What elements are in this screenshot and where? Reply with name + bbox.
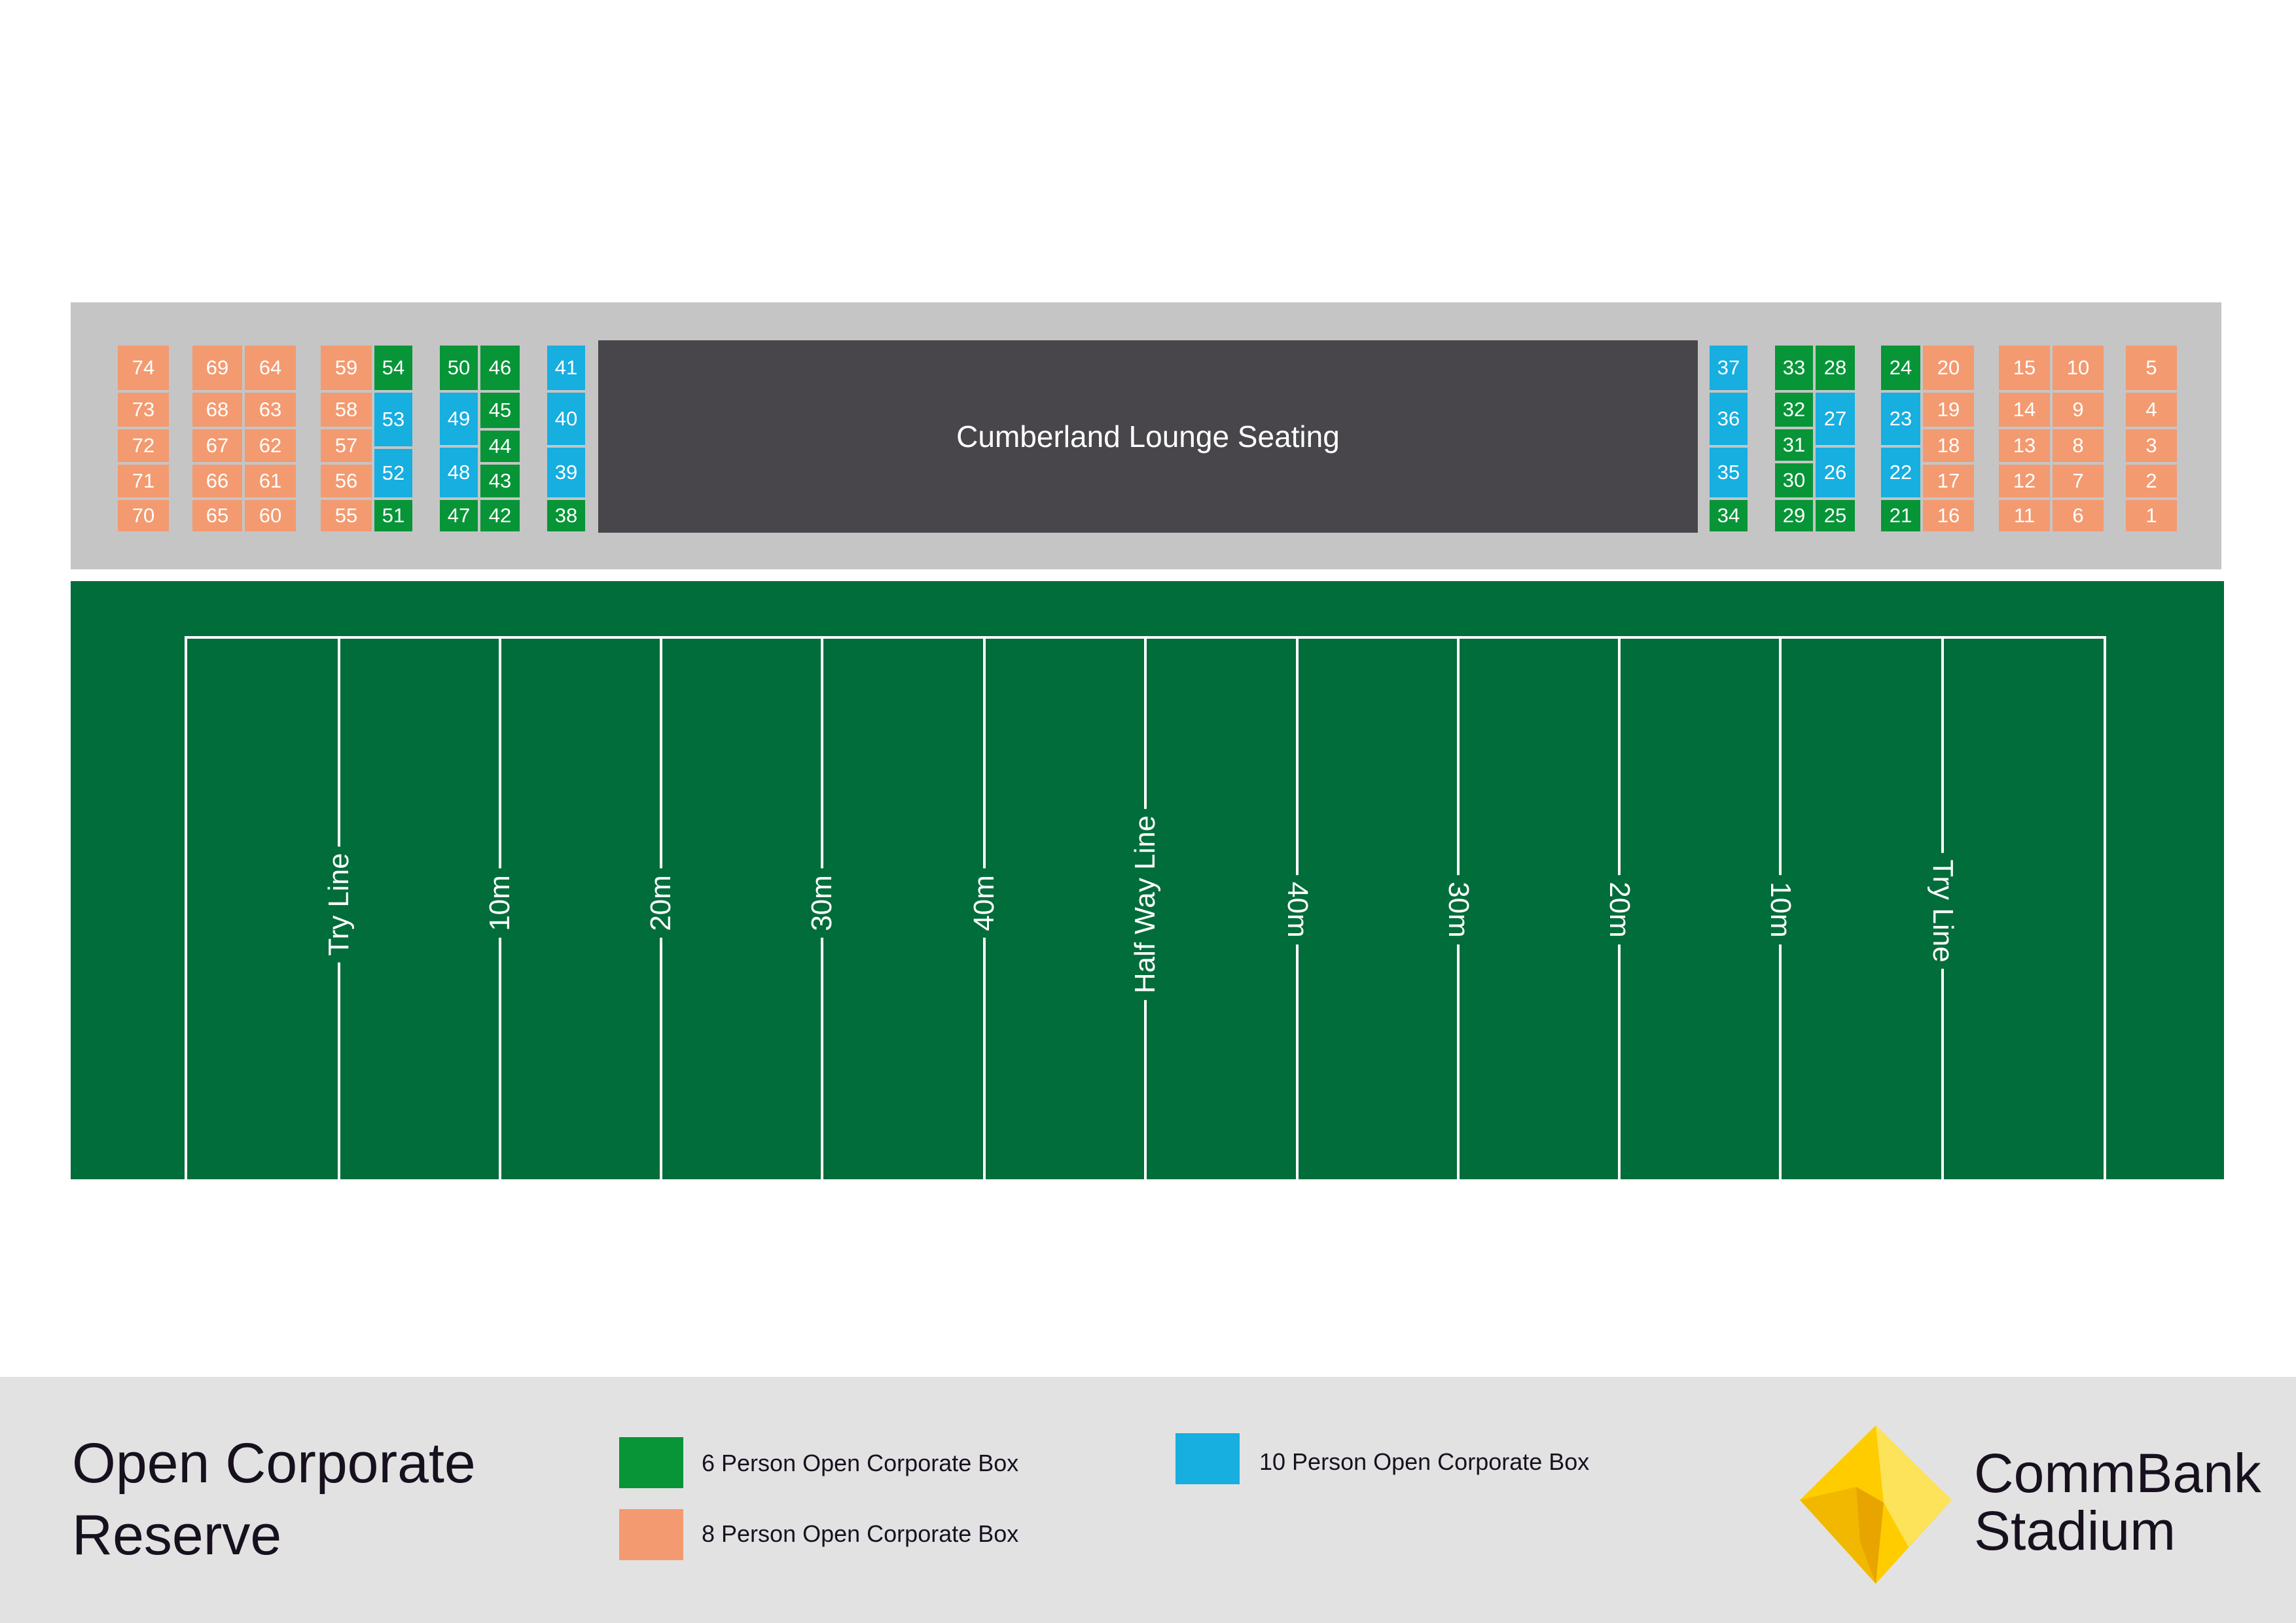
box-16[interactable]: 16	[1922, 499, 1975, 533]
box-20[interactable]: 20	[1922, 344, 1975, 391]
box-54[interactable]: 54	[373, 344, 414, 391]
box-31[interactable]: 31	[1774, 428, 1814, 462]
box-8[interactable]: 8	[2051, 428, 2105, 463]
box-25[interactable]: 25	[1814, 499, 1856, 533]
try-line-left-label: Try Line	[323, 846, 355, 963]
box-12[interactable]: 12	[1998, 463, 2051, 499]
box-22[interactable]: 22	[1880, 446, 1922, 499]
box-57[interactable]: 57	[319, 428, 373, 463]
box-42[interactable]: 42	[479, 499, 521, 533]
box-69[interactable]: 69	[191, 344, 243, 391]
legend-swatch-10-person	[1175, 1433, 1240, 1484]
box-18[interactable]: 18	[1922, 428, 1975, 463]
commbank-logo-icon	[1800, 1425, 1952, 1584]
box-6[interactable]: 6	[2051, 499, 2105, 533]
box-66[interactable]: 66	[191, 463, 243, 499]
box-39[interactable]: 39	[546, 446, 586, 499]
box-26[interactable]: 26	[1814, 446, 1856, 499]
box-63[interactable]: 63	[243, 391, 297, 428]
box-53[interactable]: 53	[373, 391, 414, 448]
30m-right-label: 30m	[1442, 875, 1475, 944]
box-68[interactable]: 68	[191, 391, 243, 428]
brand-name-line1: CommBank	[1974, 1442, 2261, 1504]
box-2[interactable]: 2	[2125, 463, 2178, 499]
box-56[interactable]: 56	[319, 463, 373, 499]
box-72[interactable]: 72	[117, 428, 170, 463]
box-29[interactable]: 29	[1774, 499, 1814, 533]
box-41[interactable]: 41	[546, 344, 586, 391]
10m-right-label: 10m	[1764, 875, 1797, 944]
box-32[interactable]: 32	[1774, 391, 1814, 428]
20m-right-label: 20m	[1603, 875, 1636, 944]
box-67[interactable]: 67	[191, 428, 243, 463]
box-14[interactable]: 14	[1998, 391, 2051, 428]
box-27[interactable]: 27	[1814, 391, 1856, 446]
lounge-label: Cumberland Lounge Seating	[956, 419, 1340, 454]
box-48[interactable]: 48	[439, 446, 479, 499]
legend-title-line1: Open Corporate	[72, 1432, 476, 1495]
box-47[interactable]: 47	[439, 499, 479, 533]
box-30[interactable]: 30	[1774, 462, 1814, 499]
box-45[interactable]: 45	[479, 391, 521, 429]
box-55[interactable]: 55	[319, 499, 373, 533]
legend-label-10-person: 10 Person Open Corporate Box	[1259, 1448, 1590, 1475]
box-50[interactable]: 50	[439, 344, 479, 391]
box-33[interactable]: 33	[1774, 344, 1814, 391]
box-13[interactable]: 13	[1998, 428, 2051, 463]
box-10[interactable]: 10	[2051, 344, 2105, 391]
half-way-line-label: Half Way Line	[1129, 808, 1162, 1001]
box-23[interactable]: 23	[1880, 391, 1922, 446]
box-62[interactable]: 62	[243, 428, 297, 463]
box-59[interactable]: 59	[319, 344, 373, 391]
legend-swatch-6-person	[619, 1437, 683, 1488]
40m-right-label: 40m	[1281, 875, 1314, 944]
box-37[interactable]: 37	[1708, 344, 1749, 391]
box-70[interactable]: 70	[117, 499, 170, 533]
10m-left-label: 10m	[484, 868, 516, 938]
box-4[interactable]: 4	[2125, 391, 2178, 428]
box-74[interactable]: 74	[117, 344, 170, 391]
box-49[interactable]: 49	[439, 391, 479, 446]
box-28[interactable]: 28	[1814, 344, 1856, 391]
30m-left-label: 30m	[806, 868, 838, 938]
box-58[interactable]: 58	[319, 391, 373, 428]
legend-label-6-person: 6 Person Open Corporate Box	[702, 1450, 1019, 1476]
box-44[interactable]: 44	[479, 429, 521, 463]
box-65[interactable]: 65	[191, 499, 243, 533]
box-73[interactable]: 73	[117, 391, 170, 428]
brand-name-line2: Stadium	[1974, 1500, 2176, 1561]
box-9[interactable]: 9	[2051, 391, 2105, 428]
box-43[interactable]: 43	[479, 463, 521, 499]
playing-field: Try Line 10m 20m 30m 40m Half Way Line 4…	[71, 581, 2224, 1179]
box-3[interactable]: 3	[2125, 428, 2178, 463]
try-line-right-label: Try Line	[1926, 853, 1959, 969]
box-52[interactable]: 52	[373, 448, 414, 499]
20m-left-label: 20m	[645, 868, 677, 938]
box-1[interactable]: 1	[2125, 499, 2178, 533]
box-71[interactable]: 71	[117, 463, 170, 499]
box-15[interactable]: 15	[1998, 344, 2051, 391]
box-64[interactable]: 64	[243, 344, 297, 391]
cumberland-lounge-seating[interactable]: Cumberland Lounge Seating	[598, 340, 1698, 533]
box-11[interactable]: 11	[1998, 499, 2051, 533]
box-5[interactable]: 5	[2125, 344, 2178, 391]
legend-label-8-person: 8 Person Open Corporate Box	[702, 1520, 1019, 1547]
box-51[interactable]: 51	[373, 499, 414, 533]
box-35[interactable]: 35	[1708, 446, 1749, 499]
legend-title-line2: Reserve	[72, 1504, 282, 1567]
box-60[interactable]: 60	[243, 499, 297, 533]
box-61[interactable]: 61	[243, 463, 297, 499]
box-24[interactable]: 24	[1880, 344, 1922, 391]
box-7[interactable]: 7	[2051, 463, 2105, 499]
box-40[interactable]: 40	[546, 391, 586, 446]
box-38[interactable]: 38	[546, 499, 586, 533]
box-34[interactable]: 34	[1708, 499, 1749, 533]
box-19[interactable]: 19	[1922, 391, 1975, 428]
box-17[interactable]: 17	[1922, 463, 1975, 499]
40m-left-label: 40m	[968, 868, 1001, 938]
box-36[interactable]: 36	[1708, 391, 1749, 446]
box-21[interactable]: 21	[1880, 499, 1922, 533]
legend-swatch-8-person	[619, 1509, 683, 1560]
box-46[interactable]: 46	[479, 344, 521, 391]
